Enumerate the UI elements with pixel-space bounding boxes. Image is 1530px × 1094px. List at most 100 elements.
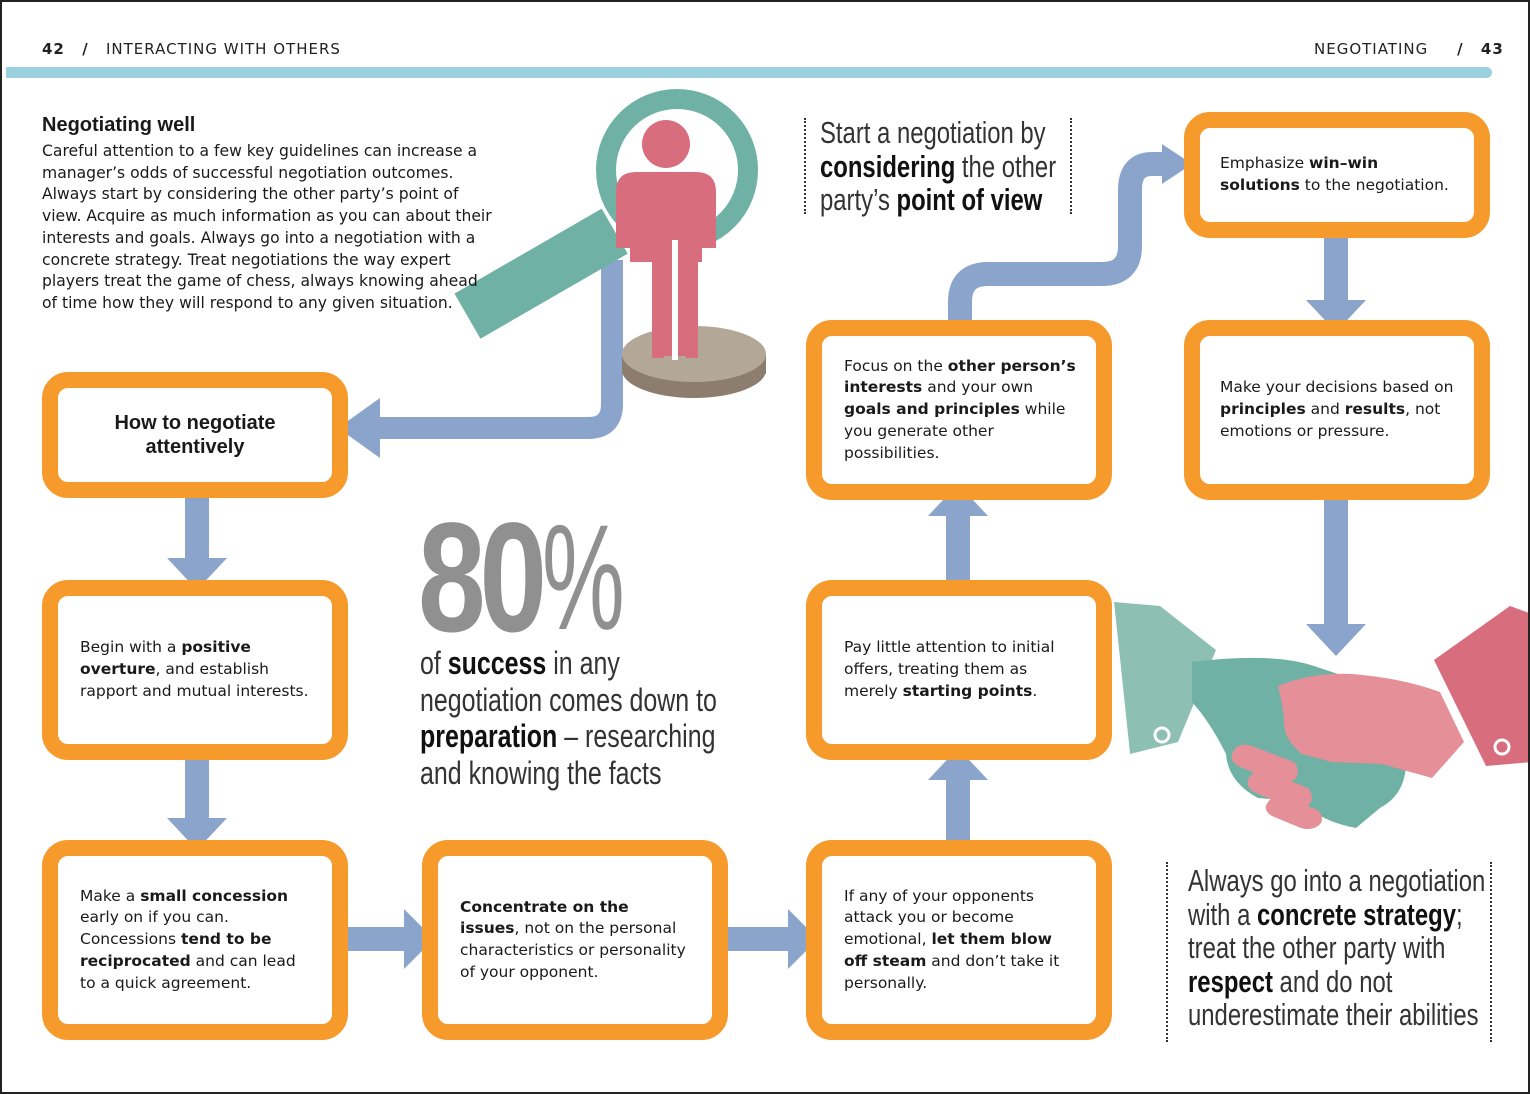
quote-bottom-l4b: and do not	[1272, 963, 1393, 999]
flow-step-win-win: Emphasize win–win solutions to the negot…	[1184, 112, 1490, 238]
intro-body: Careful attention to a few key guideline…	[42, 142, 492, 312]
quote-bottom-dash-left	[1166, 862, 1168, 1042]
step5-text-bold: starting points	[902, 681, 1033, 700]
step2-text-bold-1: small concession	[140, 886, 289, 905]
arrow-shaft-5	[946, 778, 970, 840]
right-running-header: NEGOTIATING / 43	[1314, 40, 1504, 58]
right-section-title: NEGOTIATING	[1314, 40, 1429, 58]
arrow-shaft-1	[185, 498, 209, 560]
step8-text-e: , not emotions or pressure.	[1220, 400, 1441, 440]
left-running-header: 42 / INTERACTING WITH OTHERS	[42, 40, 341, 58]
arrow-down-head-8	[1306, 300, 1366, 332]
arrow-up-head-6	[928, 484, 988, 516]
step3-text-bold: Concentrate on the issues	[460, 897, 629, 938]
intro-title: Negotiating well	[42, 114, 196, 136]
quote-top-l2b: the other	[955, 148, 1057, 184]
step5-text-a: Pay little attention to initial offers, …	[844, 638, 1055, 700]
quote-top-dash-left	[804, 118, 806, 214]
flow-step-positive-overture: Begin with a positive overture, and esta…	[42, 580, 348, 760]
quote-bottom-l2a: with a	[1188, 896, 1257, 932]
arrow-shaft-4	[728, 927, 790, 951]
stat-t2: success	[447, 645, 547, 681]
step8-text-bold-2: results	[1344, 400, 1406, 419]
left-header-separator: /	[82, 40, 89, 58]
flow-step-blow-off-steam: If any of your opponents attack you or b…	[806, 840, 1112, 1040]
step1-text-bold: positive overture	[80, 638, 251, 679]
arrow-down-head-2	[167, 818, 227, 850]
left-page-number: 42	[42, 40, 65, 58]
quote-bottom-l4a: respect	[1188, 963, 1273, 999]
connector-line-magnifier	[377, 260, 623, 439]
flow-step-other-interests: Focus on the other person’s interests an…	[806, 320, 1112, 500]
step2-text-bold-2: tend to be reciprocated	[80, 930, 272, 970]
flow-step-initial-offers: Pay little attention to initial offers, …	[806, 580, 1112, 760]
step7-text-c: to the negotiation.	[1299, 176, 1449, 194]
arrow-shaft-8	[1324, 238, 1348, 304]
arrow-right-head-7	[1162, 144, 1192, 184]
arrow-up-head-5	[928, 748, 988, 780]
step6-text-a: Focus on the	[844, 356, 948, 375]
right-header-separator: /	[1457, 40, 1464, 58]
flow-start-box: How to negotiate attentively	[42, 372, 348, 498]
quote-bottom-dash-right	[1490, 862, 1492, 1042]
stat-t7: and knowing the facts	[420, 754, 662, 791]
flow-step-concentrate-issues: Concentrate on the issues, not on the pe…	[422, 840, 728, 1040]
arrow-down-head-1	[167, 558, 227, 590]
stat-t5: preparation	[420, 718, 558, 754]
flow-step-small-concession: Make a small concession early on if you …	[42, 840, 348, 1040]
stat-percent: %	[542, 493, 625, 661]
arrow-shaft-9	[1324, 498, 1348, 626]
step1-text-c: , and establish rapport and mutual inter…	[80, 660, 309, 700]
quote-bottom-l2b: concrete strategy	[1256, 896, 1457, 932]
stat-t1: of	[420, 645, 448, 681]
arrow-right-head-4	[788, 909, 818, 969]
stat-t4: negotiation comes down to	[420, 681, 717, 718]
quote-bottom: Always go into a negotiation with a conc…	[1188, 864, 1485, 1032]
header-rule	[6, 67, 1492, 78]
arrow-left-head	[338, 398, 380, 458]
step5-text-c: .	[1032, 681, 1038, 700]
quote-top-l1: Start a negotiation by	[820, 115, 1046, 150]
step4-text-c: and don’t take it personally.	[844, 951, 1060, 992]
quote-top-l3b: point of view	[896, 182, 1043, 217]
step2-text-c: early on if you can. Concessions	[80, 908, 229, 949]
start-line-2: attentively	[145, 436, 245, 458]
step4-text-a: If any of your opponents attack you or b…	[844, 886, 1035, 949]
step6-text-c: and your own	[922, 378, 1034, 397]
step6-text-bold-1: other person’s interests	[844, 356, 1076, 397]
step2-text-a: Make a	[80, 886, 141, 905]
quote-top-l3a: party’s	[820, 182, 897, 217]
step3-text-c: , not on the personal characteristics or…	[460, 919, 686, 981]
step1-text-a: Begin with a	[80, 638, 182, 657]
step2-text-e: and can lead to a quick agreement.	[80, 951, 296, 992]
arrow-shaft-2	[185, 758, 209, 820]
left-section-title: INTERACTING WITH OTHERS	[105, 40, 341, 58]
stat-t3: in any	[546, 645, 620, 681]
step8-text-bold-1: principles	[1220, 400, 1306, 419]
step4-text-bold: let them blow off steam	[844, 930, 1052, 970]
connector-line-top	[948, 152, 1164, 324]
arrow-shaft-3	[348, 927, 406, 951]
stat-caption: of success in any negotiation comes down…	[420, 645, 717, 791]
step7-text-a: Emphasize	[1220, 154, 1310, 173]
step7-text-bold: win–win solutions	[1220, 154, 1379, 194]
handshake-illustration	[1114, 602, 1528, 829]
step8-text-c: and	[1305, 400, 1345, 419]
magnifier-person-illustration	[454, 89, 766, 398]
step6-text-e: while you generate other possibilities.	[844, 400, 1066, 462]
arrow-right-head-3	[404, 909, 434, 969]
step8-text-a: Make your decisions based on	[1220, 378, 1454, 397]
quote-bottom-l2c: ;	[1456, 896, 1463, 932]
quote-bottom-l3: treat the other party with	[1188, 930, 1446, 965]
arrow-down-head-9	[1306, 624, 1366, 656]
quote-top: Start a negotiation by considering the o…	[820, 116, 1056, 217]
flow-step-decisions: Make your decisions based on principles …	[1184, 320, 1490, 500]
quote-bottom-l1: Always go into a negotiation	[1188, 863, 1486, 898]
right-page-number: 43	[1480, 40, 1504, 58]
stat-t6: – researching	[557, 718, 716, 754]
quote-top-l2a: considering	[820, 148, 956, 184]
quote-bottom-l5: underestimate their abilities	[1188, 997, 1479, 1032]
quote-top-dash-right	[1070, 118, 1072, 214]
